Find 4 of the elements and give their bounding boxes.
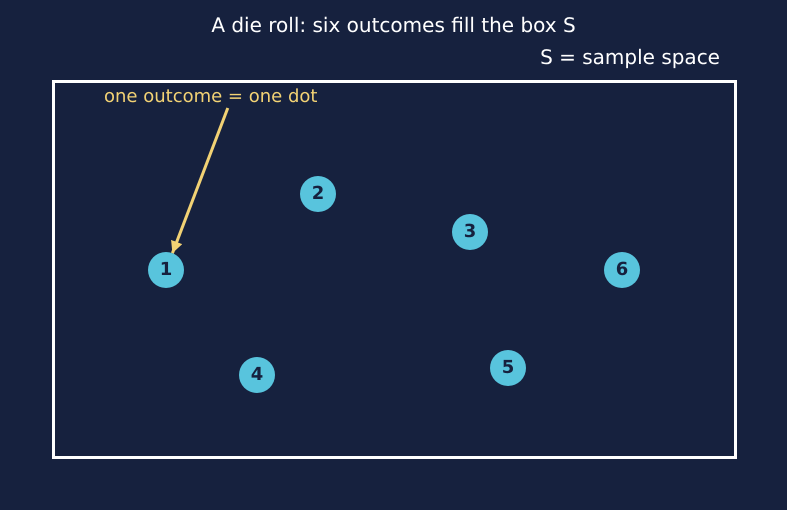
title: A die roll: six outcomes fill the box S <box>211 13 576 37</box>
annotation-text: one outcome = one dot <box>104 86 360 108</box>
leader-arrow <box>171 107 230 254</box>
box-label: S = sample space <box>540 45 720 69</box>
